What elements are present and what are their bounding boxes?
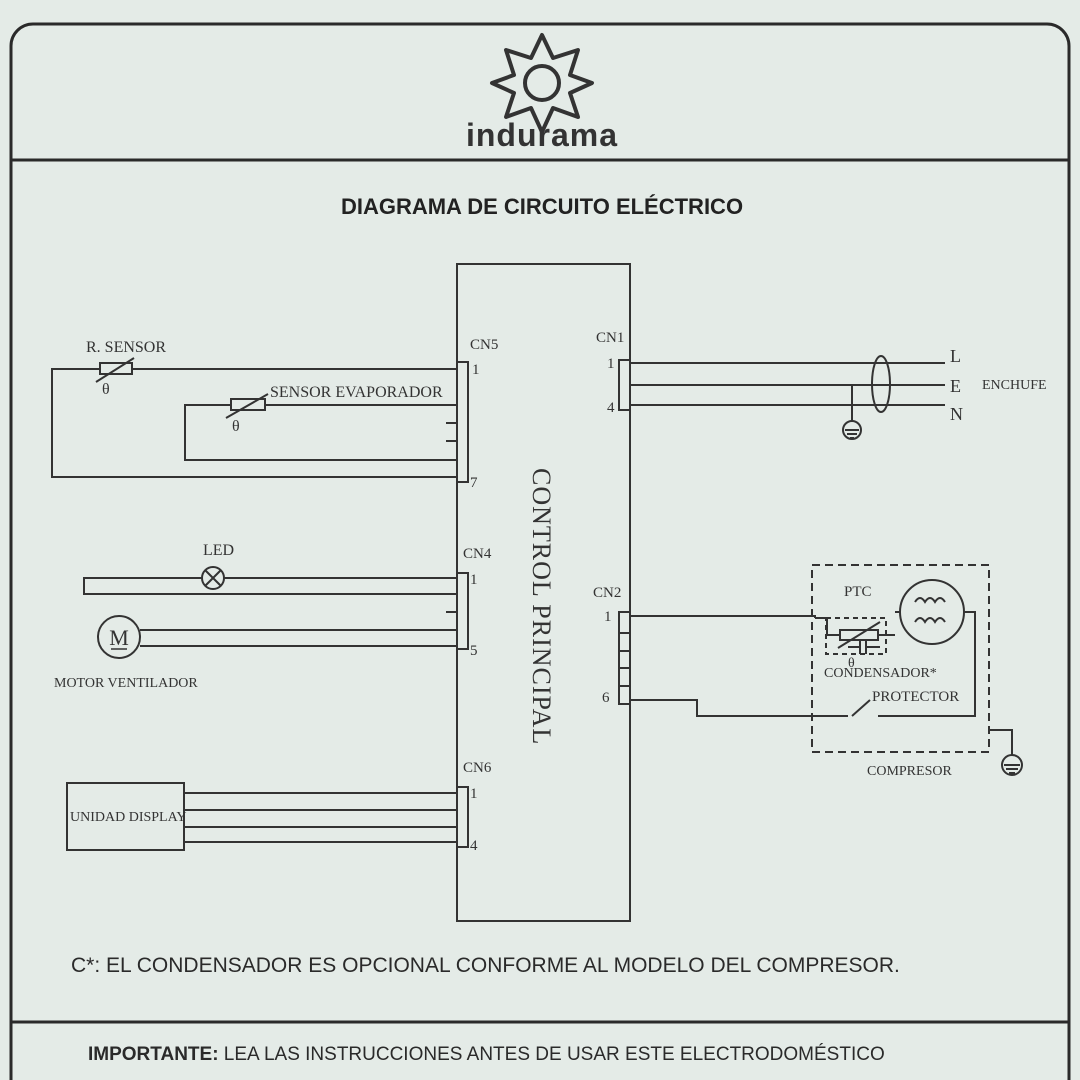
cn5-pin-first: 1 bbox=[472, 362, 480, 378]
cn1-pin-first: 1 bbox=[607, 356, 615, 372]
led-lamp-icon bbox=[201, 566, 225, 590]
diagram-title: DIAGRAMA DE CIRCUITO ELÉCTRICO bbox=[341, 194, 743, 219]
cn2-pin-first: 1 bbox=[604, 609, 612, 625]
r-sensor-wire bbox=[51, 368, 457, 478]
plug-ring bbox=[871, 355, 891, 413]
compresor-label: COMPRESOR bbox=[867, 764, 952, 779]
sensor-evaporador-label: SENSOR EVAPORADOR bbox=[270, 384, 443, 401]
cn1-label: CN1 bbox=[596, 330, 624, 346]
control-principal-label: CONTROL PRINCIPAL bbox=[527, 468, 556, 745]
led-label: LED bbox=[203, 542, 234, 559]
compressor-coil-icon bbox=[914, 597, 946, 624]
cn4-pin-first: 1 bbox=[470, 572, 478, 588]
cn4-pin-last: 5 bbox=[470, 643, 478, 659]
cn5-label: CN5 bbox=[470, 337, 498, 353]
evap-sensor-wire bbox=[184, 404, 457, 461]
footer-text: LEA LAS INSTRUCCIONES ANTES DE USAR ESTE… bbox=[219, 1044, 885, 1065]
unidad-display-box bbox=[66, 782, 185, 851]
cn6-label: CN6 bbox=[463, 760, 492, 776]
cn2-label: CN2 bbox=[593, 585, 621, 601]
motor-ventilador-label: MOTOR VENTILADOR bbox=[54, 676, 198, 691]
cn1-pin-last: 4 bbox=[607, 400, 615, 416]
cn6-pin-first: 1 bbox=[470, 786, 478, 802]
ptc-theta: θ bbox=[848, 656, 855, 671]
ptc-label: PTC bbox=[844, 584, 872, 600]
footer-notice: IMPORTANTE: LEA LAS INSTRUCCIONES ANTES … bbox=[88, 1044, 885, 1065]
condensador-label: CONDENSADOR* bbox=[824, 666, 937, 681]
capacitor-note: C*: EL CONDENSADOR ES OPCIONAL CONFORME … bbox=[71, 954, 900, 977]
motor-symbol: M bbox=[109, 625, 129, 650]
cn2-line-6 bbox=[630, 699, 848, 717]
ptc-dashed-box bbox=[825, 617, 887, 655]
compressor-ground-icon bbox=[1001, 754, 1023, 776]
plug-e-label: E bbox=[950, 376, 961, 396]
evap-sensor-theta: θ bbox=[232, 418, 240, 435]
led-wire bbox=[83, 577, 457, 595]
plug-n-label: N bbox=[950, 404, 963, 424]
fan-motor-icon bbox=[97, 615, 141, 659]
outer-frame bbox=[9, 22, 1071, 1080]
ground-icon bbox=[842, 420, 862, 440]
cn6-pin-last: 4 bbox=[470, 838, 478, 854]
thermistor-icons bbox=[95, 357, 881, 649]
star-flower-logo-icon bbox=[490, 33, 594, 134]
cn5-pin-last: 7 bbox=[470, 475, 478, 491]
cn2-connector bbox=[618, 611, 631, 705]
brand-name: indurama bbox=[466, 117, 618, 153]
unidad-display-label: UNIDAD DISPLAY bbox=[70, 810, 187, 825]
enchufe-label: ENCHUFE bbox=[982, 378, 1047, 393]
r-sensor-label: R. SENSOR bbox=[86, 339, 166, 356]
cn6-connector bbox=[456, 786, 469, 848]
wiring bbox=[51, 263, 1013, 922]
cn2-pin-last: 6 bbox=[602, 690, 610, 706]
r-sensor-theta: θ bbox=[102, 381, 110, 398]
plug-l-label: L bbox=[950, 346, 961, 366]
cn4-label: CN4 bbox=[463, 546, 492, 562]
footer-bold: IMPORTANTE: bbox=[88, 1044, 219, 1065]
protector-label: PROTECTOR bbox=[872, 689, 959, 705]
